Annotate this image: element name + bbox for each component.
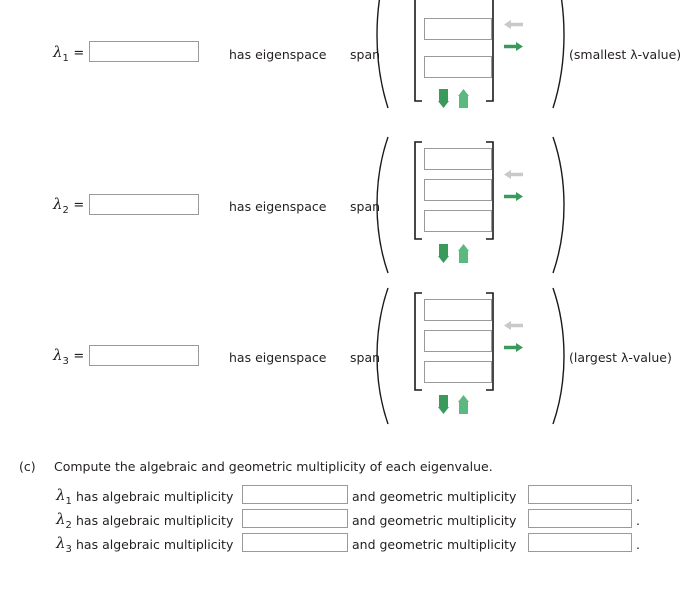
arrow-up-icon-1[interactable] — [457, 88, 470, 109]
part-c-marker: (c) — [19, 459, 36, 474]
has-eigenspace-text-3: has eigenspace — [229, 350, 327, 365]
lambda-symbol: λ — [53, 195, 63, 213]
arrow-right-icon-2[interactable] — [503, 190, 524, 203]
equals-sign: = — [73, 46, 85, 61]
algebraic-multiplicity-label-3: has algebraic multiplicity — [76, 537, 234, 552]
lambda-1-input[interactable] — [89, 41, 199, 62]
geometric-multiplicity-label-2: and geometric multiplicity — [352, 513, 517, 528]
lambda-3-label: λ3 = — [53, 346, 84, 367]
algebraic-multiplicity-input-1[interactable] — [242, 485, 348, 504]
geometric-multiplicity-input-3[interactable] — [528, 533, 632, 552]
has-eigenspace-text-1: has eigenspace — [229, 47, 327, 62]
algebraic-multiplicity-label-2: has algebraic multiplicity — [76, 513, 234, 528]
vector-entry-2-2[interactable] — [424, 179, 492, 201]
vector-entry-3-2[interactable] — [424, 330, 492, 352]
lambda-1-label: λ1 = — [53, 43, 84, 64]
geometric-multiplicity-label-1: and geometric multiplicity — [352, 489, 517, 504]
vector-bracket-left-3 — [414, 292, 423, 391]
vector-bracket-left-2 — [414, 141, 423, 240]
left-paren-1 — [375, 0, 391, 110]
multiplicity-row-3: λ3 has algebraic multiplicity and geomet… — [0, 533, 698, 555]
arrow-down-icon-1[interactable] — [437, 88, 450, 109]
equals-sign: = — [73, 349, 85, 364]
has-eigenspace-text-2: has eigenspace — [229, 199, 327, 214]
lambda-subscript: 2 — [65, 519, 72, 531]
geometric-multiplicity-input-2[interactable] — [528, 509, 632, 528]
part-c-prompt: Compute the algebraic and geometric mult… — [54, 459, 493, 474]
left-paren-2 — [375, 135, 391, 275]
eigenvalue-row-1: λ1 = has eigenspace span — [0, 0, 698, 120]
vector-entry-2-3[interactable] — [424, 210, 492, 232]
eigenvalue-row-2: λ2 = has eigenspace span — [0, 130, 698, 275]
lambda-3-note: (largest λ-value) — [569, 350, 672, 365]
multiplicity-lambda-1: λ1 — [56, 486, 72, 507]
lambda-3-input[interactable] — [89, 345, 199, 366]
algebraic-multiplicity-input-2[interactable] — [242, 509, 348, 528]
lambda-symbol: λ — [56, 486, 66, 504]
equals-sign: = — [73, 198, 85, 213]
lambda-symbol: λ — [53, 346, 63, 364]
lambda-symbol: λ — [56, 510, 66, 528]
lambda-subscript: 1 — [65, 495, 72, 507]
span-text-3: span — [350, 350, 381, 365]
multiplicity-row-1: λ1 has algebraic multiplicity and geomet… — [0, 485, 698, 507]
lambda-subscript: 3 — [65, 543, 72, 555]
vector-entry-1-2[interactable] — [424, 18, 492, 40]
left-paren-3 — [375, 286, 391, 426]
right-paren-3 — [550, 286, 566, 426]
span-text-1: span — [350, 47, 381, 62]
eigenvalue-row-3: λ3 = has eigenspace span — [0, 281, 698, 426]
geometric-multiplicity-input-1[interactable] — [528, 485, 632, 504]
vector-bracket-left-1 — [414, 0, 423, 102]
arrow-down-icon-3[interactable] — [437, 394, 450, 415]
lambda-symbol: λ — [56, 534, 66, 552]
lambda-subscript: 3 — [62, 355, 69, 367]
vector-bracket-right-2 — [485, 141, 494, 240]
lambda-2-label: λ2 = — [53, 195, 84, 216]
arrow-left-icon-2[interactable] — [503, 168, 524, 181]
arrow-left-icon-3[interactable] — [503, 319, 524, 332]
algebraic-multiplicity-input-3[interactable] — [242, 533, 348, 552]
vector-entry-2-1[interactable] — [424, 148, 492, 170]
period-2: . — [636, 513, 640, 528]
arrow-up-icon-3[interactable] — [457, 394, 470, 415]
arrow-left-icon-1[interactable] — [503, 18, 524, 31]
arrow-up-icon-2[interactable] — [457, 243, 470, 264]
lambda-1-note: (smallest λ-value) — [569, 47, 682, 62]
vector-entry-3-3[interactable] — [424, 361, 492, 383]
lambda-subscript: 1 — [62, 52, 69, 64]
period-1: . — [636, 489, 640, 504]
multiplicity-row-2: λ2 has algebraic multiplicity and geomet… — [0, 509, 698, 531]
arrow-right-icon-3[interactable] — [503, 341, 524, 354]
multiplicity-lambda-2: λ2 — [56, 510, 72, 531]
lambda-subscript: 2 — [62, 204, 69, 216]
algebraic-multiplicity-label-1: has algebraic multiplicity — [76, 489, 234, 504]
multiplicity-lambda-3: λ3 — [56, 534, 72, 555]
vector-bracket-right-3 — [485, 292, 494, 391]
arrow-down-icon-2[interactable] — [437, 243, 450, 264]
vector-bracket-right-1 — [485, 0, 494, 102]
vector-entry-1-3[interactable] — [424, 56, 492, 78]
lambda-symbol: λ — [53, 43, 63, 61]
geometric-multiplicity-label-3: and geometric multiplicity — [352, 537, 517, 552]
vector-entry-3-1[interactable] — [424, 299, 492, 321]
span-text-2: span — [350, 199, 381, 214]
period-3: . — [636, 537, 640, 552]
right-paren-1 — [550, 0, 566, 110]
arrow-right-icon-1[interactable] — [503, 40, 524, 53]
lambda-2-input[interactable] — [89, 194, 199, 215]
right-paren-2 — [550, 135, 566, 275]
